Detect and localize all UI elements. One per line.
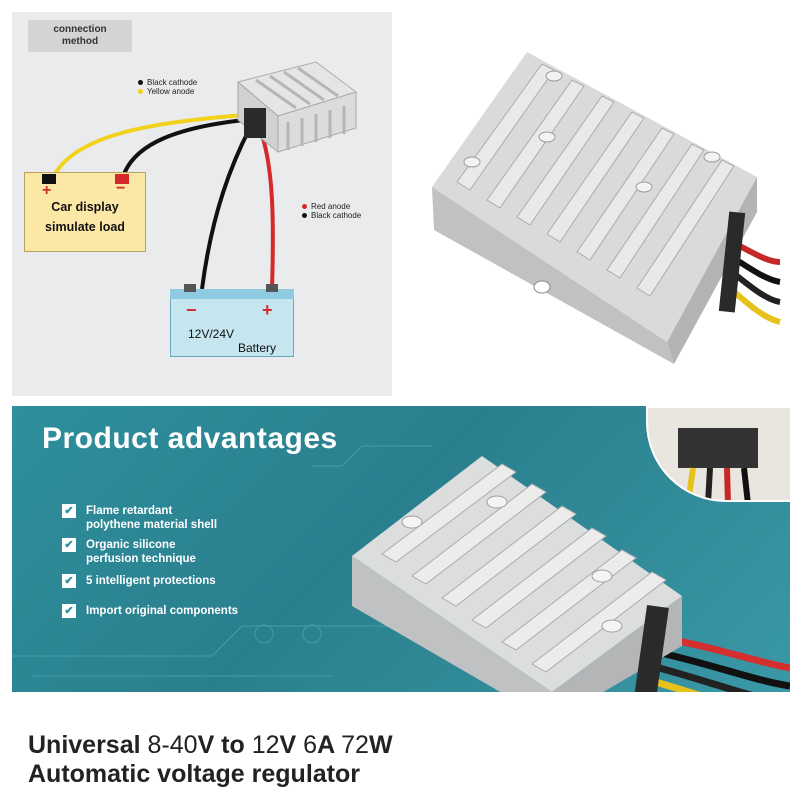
feature-item: ✔ 5 intelligent protections bbox=[62, 574, 238, 588]
wiring-lines bbox=[50, 113, 275, 290]
caption-word: V to bbox=[197, 731, 252, 759]
yellow-dot-icon bbox=[138, 89, 143, 95]
caption-line1: Universal 8-40V to 12V 6A 72W bbox=[28, 730, 393, 760]
black-dot-icon bbox=[302, 213, 307, 219]
caption-current: 6 bbox=[303, 731, 318, 759]
feature-line1: 5 intelligent protections bbox=[86, 575, 216, 587]
feature-list: ✔ Flame retardant polythene material shell… bbox=[62, 504, 238, 618]
legend-item: Black cathode bbox=[138, 78, 197, 87]
circuit-background-pattern bbox=[12, 445, 432, 677]
regulator-photo-illustration bbox=[432, 52, 781, 364]
battery-top-band bbox=[170, 289, 294, 299]
connection-diagram: connection method Black cathode Yellow a… bbox=[12, 12, 392, 396]
red-dot-icon bbox=[302, 204, 307, 210]
caption-power: 72 bbox=[341, 731, 369, 759]
load-label: Car display simulate load bbox=[24, 197, 146, 237]
load-label-line2: simulate load bbox=[45, 220, 125, 234]
feature-line2: perfusion technique bbox=[86, 553, 196, 565]
check-icon: ✔ bbox=[62, 504, 76, 518]
banner-regulator-illustration bbox=[352, 456, 790, 692]
product-advantages-banner: Product advantages ✔ Flame retardant polyt… bbox=[12, 406, 790, 692]
battery-voltage: 12V/24V bbox=[188, 327, 235, 341]
caption-line2: Automatic voltage regulator bbox=[28, 760, 360, 788]
caption-word: V bbox=[279, 731, 304, 759]
load-plus-sign: + bbox=[42, 182, 52, 199]
check-icon: ✔ bbox=[62, 538, 76, 552]
battery-box bbox=[170, 289, 294, 357]
caption-output-voltage: 12 bbox=[251, 731, 280, 759]
battery-plus-sign: + bbox=[262, 300, 273, 320]
legend-label: Yellow anode bbox=[147, 87, 195, 96]
check-icon: ✔ bbox=[62, 604, 76, 618]
legend-label: Black cathode bbox=[147, 78, 198, 87]
car-display-load-box bbox=[24, 172, 146, 252]
caption-input-range: 8-40 bbox=[147, 731, 198, 759]
load-terminal-negative-post bbox=[42, 174, 56, 184]
feature-line1: Flame retardant bbox=[86, 505, 173, 517]
feature-item: ✔ Flame retardant polythene material shell bbox=[62, 504, 238, 532]
method-label-text: connection method bbox=[53, 24, 107, 47]
legend-item: Black cathode bbox=[302, 211, 361, 220]
caption-word: W bbox=[368, 731, 393, 759]
regulator-module-icon bbox=[236, 61, 358, 154]
battery-terminal-positive bbox=[266, 284, 278, 292]
legend-item: Red anode bbox=[302, 202, 361, 211]
product-caption: Universal 8-40V to 12V 6A 72W Automatic … bbox=[28, 730, 393, 788]
load-terminal-positive-post bbox=[115, 174, 129, 184]
legend-label: Black cathode bbox=[311, 211, 362, 220]
check-icon: ✔ bbox=[62, 574, 76, 588]
legend-top: Black cathode Yellow anode bbox=[138, 78, 197, 96]
legend-right: Red anode Black cathode bbox=[302, 202, 361, 220]
battery-minus-sign: − bbox=[186, 300, 197, 320]
feature-item: ✔ Organic silicone perfusion technique bbox=[62, 538, 238, 566]
feature-text: Organic silicone perfusion technique bbox=[86, 538, 196, 566]
connector-closeup-inset bbox=[646, 406, 790, 502]
feature-line1: Organic silicone bbox=[86, 539, 176, 551]
feature-item: ✔ Import original components bbox=[62, 604, 238, 618]
connection-method-label: connection method bbox=[28, 20, 132, 52]
battery-terminal-negative bbox=[184, 284, 196, 292]
legend-label: Red anode bbox=[311, 202, 351, 211]
load-minus-sign: − bbox=[116, 180, 126, 197]
black-dot-icon bbox=[138, 80, 143, 86]
legend-item: Yellow anode bbox=[138, 87, 197, 96]
feature-text: Flame retardant polythene material shell bbox=[86, 504, 217, 532]
product-photo bbox=[412, 12, 790, 394]
caption-word: A bbox=[317, 731, 342, 759]
feature-line2: polythene material shell bbox=[86, 519, 218, 531]
banner-title: Product advantages bbox=[42, 422, 338, 455]
feature-line1: Import original components bbox=[86, 605, 239, 617]
caption-word: Universal bbox=[28, 731, 148, 759]
load-label-line1: Car display bbox=[51, 200, 119, 214]
battery-label: Battery bbox=[238, 341, 277, 355]
